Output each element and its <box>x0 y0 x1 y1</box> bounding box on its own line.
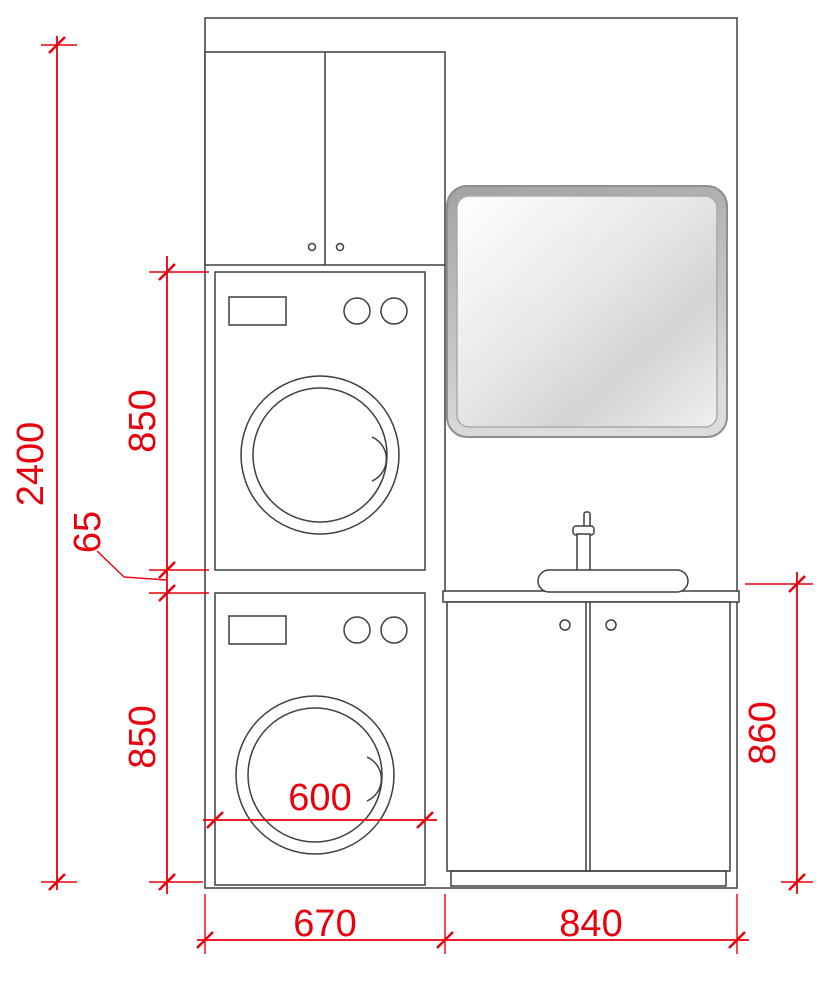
dim-label-washer-width: 600 <box>288 777 351 819</box>
dim-leader <box>96 550 167 581</box>
dryer <box>214 271 426 571</box>
washer-dial <box>343 616 371 644</box>
washer-door <box>235 695 395 855</box>
washer-door-handle <box>366 756 383 802</box>
dim-tick <box>416 811 434 829</box>
cabinet-knob <box>307 242 317 252</box>
dim-washer-width: 600 <box>203 777 437 829</box>
dim-label-overall-height: 2400 <box>10 422 52 507</box>
dim-vanity-height: 860 <box>742 572 813 894</box>
vanity-kickboard <box>450 870 727 887</box>
dim-label-dryer-height: 850 <box>122 389 164 452</box>
dim-label-laundry-width: 670 <box>293 903 356 945</box>
dim-label-vanity-height: 860 <box>742 701 784 764</box>
washer-door-inner <box>247 707 383 843</box>
washer-dial <box>380 616 408 644</box>
upper-cabinet <box>204 51 446 266</box>
vanity <box>442 569 740 887</box>
faucet-stem <box>576 533 591 573</box>
cabinet-knob <box>335 242 345 252</box>
faucet <box>572 511 595 573</box>
dim-bottom-widths: 670 840 <box>196 894 749 954</box>
dryer-control-panel <box>228 296 287 326</box>
mirror <box>446 185 728 438</box>
wall-outline <box>204 17 738 889</box>
vanity-knob <box>559 619 571 631</box>
dim-overall-height: 2400 <box>10 36 77 891</box>
dryer-body <box>214 271 426 571</box>
vanity-cabinet <box>446 601 731 872</box>
dim-label-vanity-width: 840 <box>559 903 622 945</box>
washer-control-panel <box>228 615 287 645</box>
dryer-door-inner <box>252 387 388 523</box>
dryer-door-handle <box>371 436 388 482</box>
dim-tick <box>206 811 224 829</box>
vanity-knob <box>605 619 617 631</box>
dryer-dial <box>343 297 371 325</box>
sink-basin <box>537 569 689 593</box>
dryer-door <box>240 375 400 535</box>
dryer-dial <box>380 297 408 325</box>
dim-stack-heights: 850 65 850 <box>67 256 209 894</box>
dim-label-stack-gap: 65 <box>67 511 109 553</box>
washer <box>214 592 426 886</box>
dim-label-washer-height: 850 <box>122 705 164 768</box>
mirror-glass <box>456 195 718 428</box>
